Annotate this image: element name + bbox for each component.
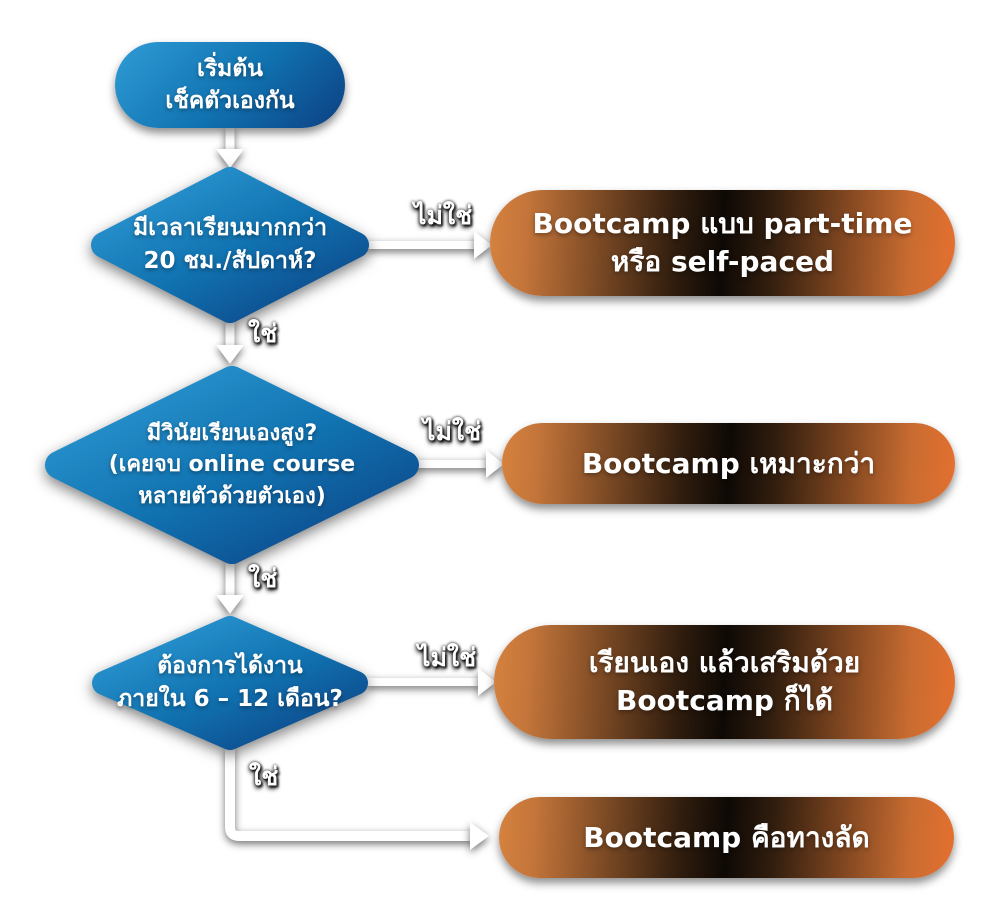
result-2-node: Bootcamp เหมาะกว่า bbox=[502, 423, 955, 504]
result-4-node: Bootcamp คือทางลัด bbox=[499, 797, 954, 878]
result-3-line2: Bootcamp ก็ได้ bbox=[616, 684, 833, 717]
arrowhead-right-icon bbox=[470, 822, 489, 850]
arrowhead-down-icon bbox=[216, 595, 244, 614]
start-node-line1: เริ่มต้น bbox=[196, 55, 264, 82]
decision-1-shape bbox=[91, 167, 369, 323]
edge-label-no-3: ไม่ใช่ bbox=[417, 643, 477, 672]
decision-2-shape bbox=[45, 366, 419, 564]
arrowhead-right-icon bbox=[478, 668, 496, 696]
decision-shapes bbox=[45, 167, 419, 750]
arrowhead-down-icon bbox=[216, 149, 244, 168]
connector-arrows bbox=[216, 127, 504, 850]
arrowhead-right-icon bbox=[474, 231, 492, 259]
edge-label-no-2: ไม่ใช่ bbox=[422, 417, 482, 446]
arrow-q3-to-r4 bbox=[225, 748, 472, 841]
result-2-line1: Bootcamp เหมาะกว่า bbox=[581, 446, 876, 480]
result-3-line1: เรียนเอง แล้วเสริมด้วย bbox=[588, 646, 861, 680]
edge-label-yes-1: ใช่ bbox=[248, 319, 278, 348]
result-4-line1: Bootcamp คือทางลัด bbox=[583, 820, 870, 854]
start-node: เริ่มต้น เช็คตัวเองกัน bbox=[115, 42, 345, 128]
decision-3-shape bbox=[92, 616, 368, 750]
arrowhead-down-icon bbox=[216, 345, 244, 364]
result-3-node: เรียนเอง แล้วเสริมด้วย Bootcamp ก็ได้ bbox=[494, 625, 955, 739]
edge-label-yes-3: ใช่ bbox=[249, 762, 279, 791]
arrowhead-right-icon bbox=[486, 450, 504, 478]
edge-label-no-1: ไม่ใช่ bbox=[413, 201, 473, 230]
result-1-line1: Bootcamp แบบ part-time bbox=[532, 207, 913, 241]
start-node-line2: เช็คตัวเองกัน bbox=[165, 88, 295, 114]
result-1-node: Bootcamp แบบ part-time หรือ self-paced bbox=[490, 190, 955, 296]
edge-label-yes-2: ใช่ bbox=[248, 564, 278, 593]
result-1-line2: หรือ self-paced bbox=[610, 245, 835, 278]
